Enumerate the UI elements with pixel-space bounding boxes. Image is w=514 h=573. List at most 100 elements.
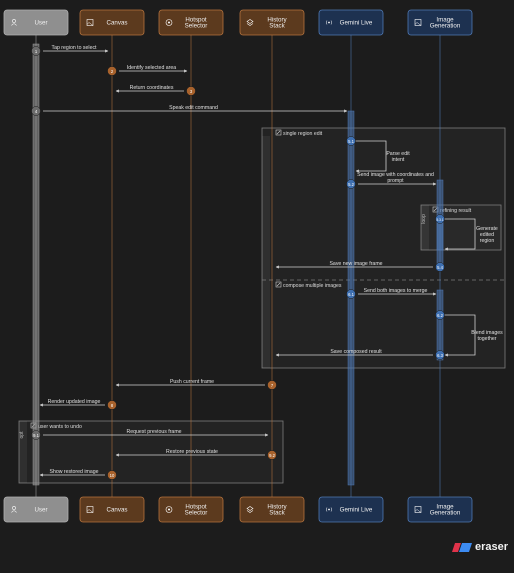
eraser-brand: eraser	[451, 541, 508, 553]
edit-icon	[275, 129, 282, 136]
participant-user-bottom[interactable]: User	[3, 496, 69, 523]
message-label: intent	[392, 157, 405, 163]
participant-box	[158, 9, 224, 36]
step-number: 7	[271, 383, 274, 388]
message-label: prompt	[387, 178, 404, 184]
step-badge	[435, 262, 445, 272]
step-number: 5.1	[348, 139, 354, 144]
step-badge	[107, 470, 117, 480]
participant-box	[318, 9, 384, 36]
participant-gemini-bottom[interactable]: Gemini Live	[318, 496, 384, 523]
message-arrow	[440, 314, 476, 357]
step-badge	[346, 136, 356, 146]
message-label: region	[480, 238, 495, 244]
message-3: Return coordinates 3	[115, 85, 196, 96]
participant-box	[3, 9, 69, 36]
group-label: single region edit	[283, 131, 323, 137]
step-badge	[435, 214, 445, 224]
activation-imagegen	[436, 289, 444, 361]
image-icon	[414, 19, 422, 26]
step-number: 3	[190, 89, 193, 94]
layers-icon	[246, 19, 254, 26]
target-icon	[165, 506, 173, 513]
participant-label: History	[267, 503, 287, 510]
user-icon	[11, 506, 17, 513]
group-label: user wants to undo	[38, 424, 82, 430]
participant-box	[318, 496, 384, 523]
target-icon	[165, 19, 173, 26]
step-number: 8	[111, 403, 114, 408]
message-label: Return coordinates	[130, 85, 174, 91]
step-number: 9.1	[33, 433, 39, 438]
activation-user	[32, 43, 40, 486]
participant-label: Gemini Live	[340, 20, 373, 27]
participant-label: Generation	[430, 510, 461, 517]
message-13: Render updated image 8	[39, 399, 117, 410]
eraser-logo-icon	[451, 542, 472, 552]
layers-icon	[246, 506, 254, 513]
step-badge	[435, 350, 445, 360]
participant-box	[79, 496, 145, 523]
participant-label: Stack	[269, 510, 285, 517]
participant-label: Canvas	[107, 20, 128, 27]
group-kind-tab	[19, 421, 27, 483]
step-number: 5.2	[348, 182, 354, 187]
participant-box	[239, 9, 305, 36]
step-number: 6.1	[348, 292, 354, 297]
step-number: 9.2	[269, 453, 275, 458]
step-number: 2	[111, 69, 114, 74]
group-kind-label: loop	[421, 214, 427, 224]
participant-canvas-top[interactable]: Canvas	[79, 9, 145, 36]
participant-user-top[interactable]: User	[3, 9, 69, 36]
group-g3: compose multiple images	[262, 279, 505, 289]
participant-label: Selector	[185, 23, 208, 30]
step-badge	[435, 310, 445, 320]
participant-box	[407, 496, 473, 523]
participant-label: Stack	[269, 23, 285, 30]
message-label: Save new image frame	[329, 261, 382, 267]
message-arrow	[351, 140, 387, 173]
user-icon	[11, 19, 17, 26]
step-badge	[186, 86, 196, 96]
image-icon	[414, 506, 422, 513]
participant-canvas-bottom[interactable]: Canvas	[79, 496, 145, 523]
brand-name: eraser	[474, 541, 508, 553]
group-label: refining result	[440, 208, 472, 214]
message-label: Identify selected area	[127, 65, 176, 71]
group-kind-label: opt	[19, 431, 25, 439]
message-2: Identify selected area 2	[107, 65, 188, 76]
step-number: 1	[35, 49, 38, 54]
message-label: Send both images to merge	[364, 288, 428, 294]
step-number: 5.4	[437, 265, 443, 270]
participant-gemini-top[interactable]: Gemini Live	[318, 9, 384, 36]
participant-label: Generation	[430, 23, 461, 30]
participant-label: Image	[436, 503, 454, 510]
group-g2: loop refining result	[420, 204, 502, 251]
participant-label: Hotspot	[185, 16, 207, 23]
step-badge	[31, 106, 41, 116]
group-side-tab	[262, 136, 270, 368]
group-frame	[420, 204, 502, 251]
broadcast-icon	[326, 20, 332, 25]
step-badge	[267, 450, 277, 460]
message-label: Restore previous state	[166, 449, 218, 455]
group-g1: single region edit	[261, 127, 506, 369]
step-number: 10	[110, 473, 115, 478]
message-label: Render updated image	[48, 399, 101, 405]
participant-label: User	[34, 507, 47, 514]
